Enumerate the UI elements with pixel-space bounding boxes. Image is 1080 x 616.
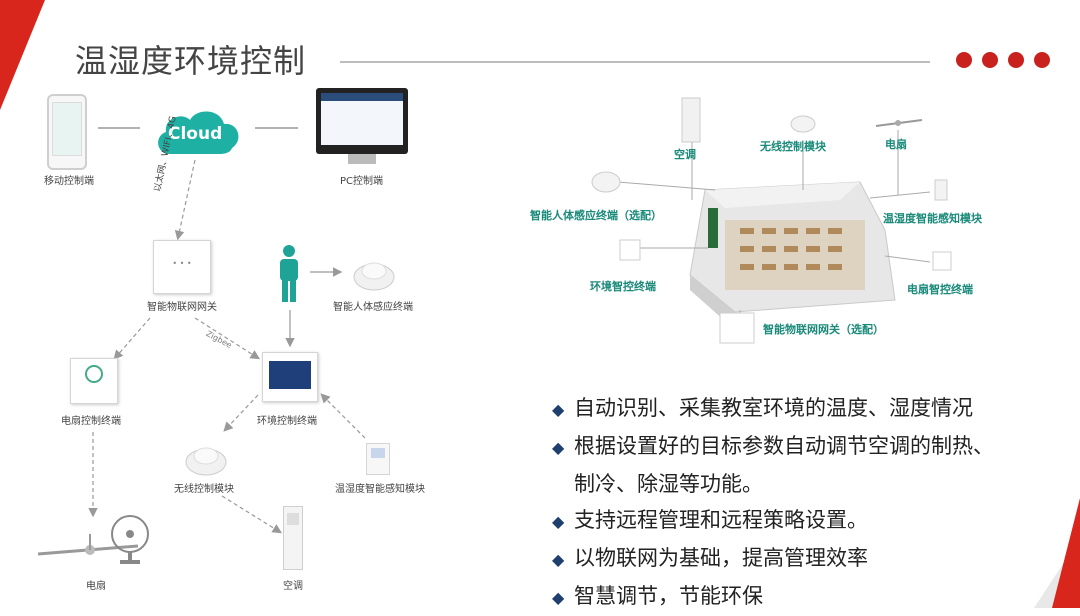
- gateway-label: 智能物联网网关: [147, 302, 217, 313]
- page-title: 温湿度环境控制: [75, 42, 307, 80]
- fan-control-label: 电扇控制终端: [61, 416, 121, 427]
- diamond-bullet-icon: ◆: [552, 550, 565, 569]
- desk-fan-icon: [111, 515, 149, 564]
- pc-stand-icon: [348, 154, 376, 164]
- ac-label: 空调: [283, 581, 303, 592]
- feature-item-continued: 制冷、除湿等功能。: [574, 472, 763, 496]
- fan-label: 电扇: [86, 581, 106, 592]
- feature-item: ◆支持远程管理和远程策略设置。: [552, 502, 1052, 540]
- diamond-bullet-icon: ◆: [552, 588, 565, 607]
- diamond-bullet-icon: ◆: [552, 400, 565, 419]
- gateway-device-icon: • • •: [153, 240, 211, 294]
- feature-item: ◆自动识别、采集教室环境的温度、湿度情况: [552, 390, 1052, 428]
- temp-humidity-label: 温湿度智能感知模块: [335, 484, 425, 495]
- human-sensor-label: 智能人体感应终端: [333, 302, 413, 313]
- mobile-label: 移动控制端: [44, 176, 94, 187]
- room-gateway-label: 智能物联网网关（选配）: [763, 323, 884, 336]
- fan-control-terminal-icon: [70, 358, 118, 404]
- pc-label: PC控制端: [340, 176, 384, 187]
- env-control-terminal-icon: [262, 352, 318, 402]
- feature-item: ◆智慧调节，节能环保: [552, 578, 1052, 616]
- feature-item: ◆根据设置好的目标参数自动调节空调的制热、: [552, 428, 1052, 466]
- env-control-label: 环境控制终端: [257, 416, 317, 427]
- corner-decoration-bottom-right: [1052, 498, 1080, 608]
- dot-icon: [1034, 52, 1050, 68]
- ceiling-fan-icon: [37, 534, 139, 556]
- pc-monitor-icon: [316, 88, 408, 154]
- room-env-control-label: 环境智控终端: [590, 280, 656, 293]
- feature-item: ◆以物联网为基础，提高管理效率: [552, 540, 1052, 578]
- room-fan-control-label: 电扇智控终端: [907, 283, 973, 296]
- room-temp-humidity-label: 温湿度智能感知模块: [883, 212, 982, 225]
- dot-icon: [956, 52, 972, 68]
- corner-decoration-top-left: [0, 0, 45, 110]
- mobile-phone-icon: [47, 94, 87, 170]
- wireless-module-icon: [185, 447, 227, 476]
- room-fan-label: 电扇: [885, 138, 907, 151]
- dot-icon: [982, 52, 998, 68]
- diamond-bullet-icon: ◆: [552, 512, 565, 531]
- human-sensor-icon: [353, 262, 395, 291]
- dot-icon: [1008, 52, 1024, 68]
- ac-unit-icon: [283, 506, 303, 570]
- room-ac-label: 空调: [674, 148, 696, 161]
- room-human-sensor-label: 智能人体感应终端（选配）: [530, 209, 662, 222]
- feature-list: ◆自动识别、采集教室环境的温度、湿度情况 ◆根据设置好的目标参数自动调节空调的制…: [552, 390, 1052, 616]
- temp-humidity-sensor-icon: [366, 443, 390, 475]
- cloud-label: Cloud: [168, 124, 223, 144]
- diamond-bullet-icon: ◆: [552, 438, 565, 457]
- classroom-diagram: [591, 97, 952, 344]
- left-diagram-connectors: [88, 127, 366, 534]
- room-wireless-module-label: 无线控制模块: [760, 140, 826, 153]
- cloud-icon: [158, 111, 239, 154]
- human-figure-icon: [280, 245, 298, 302]
- title-divider: [340, 61, 930, 63]
- wireless-module-label: 无线控制模块: [174, 484, 234, 495]
- dots-decoration: [956, 52, 1050, 68]
